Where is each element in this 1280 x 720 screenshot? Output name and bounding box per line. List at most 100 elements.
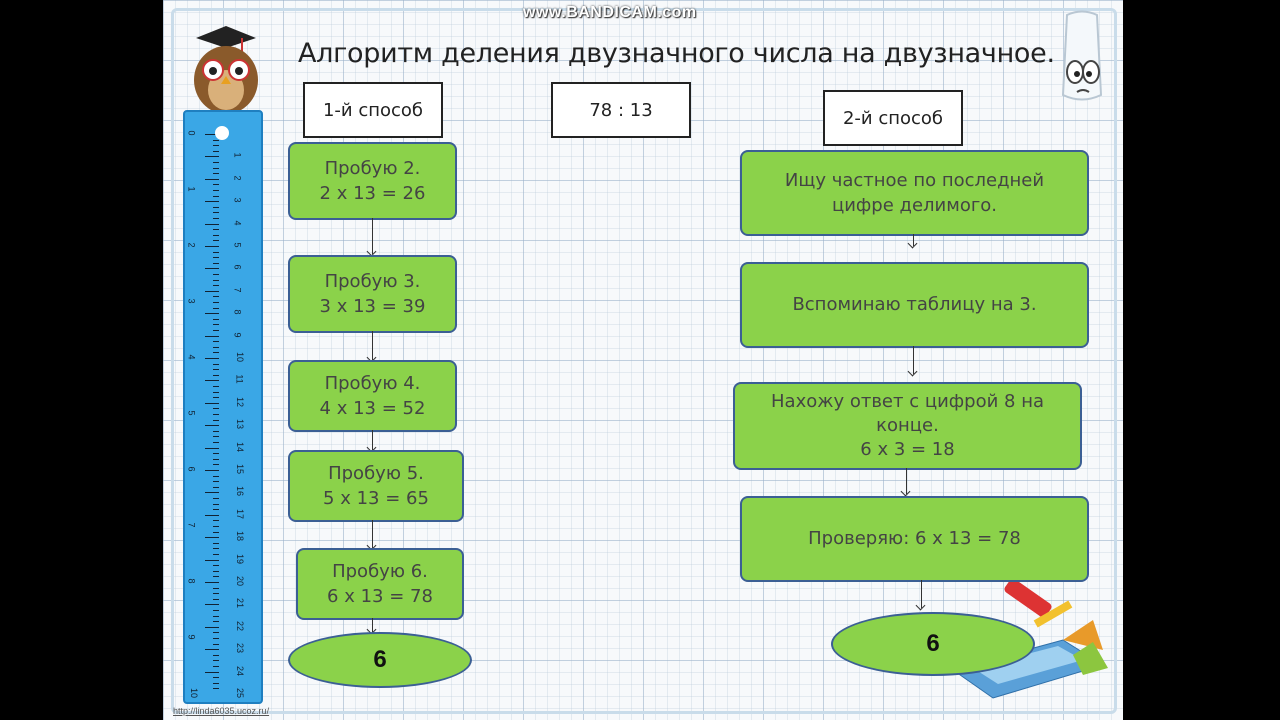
left-step-5: Пробую 6. 6 х 13 = 78 [296, 548, 464, 620]
ruler-cm-label: 13 [235, 419, 246, 430]
ruler-tick [205, 514, 219, 516]
ruler-tick [213, 386, 219, 387]
ruler-inch-label: 9 [186, 634, 197, 640]
ruler-tick [205, 313, 219, 315]
ruler-tick [213, 430, 219, 432]
ruler-cm-label: 6 [232, 264, 243, 270]
ruler-tick [205, 268, 219, 270]
ruler-cm-label: 1 [232, 152, 243, 158]
ruler-tick [213, 570, 219, 572]
ruler-tick [213, 218, 219, 219]
ruler-tick [213, 520, 219, 522]
ruler-cm-label: 24 [235, 665, 246, 676]
ruler-tick [205, 582, 219, 583]
ruler-tick [205, 559, 219, 561]
right-step-3: Нахожу ответ с цифрой 8 на конце. 6 х 3 … [733, 382, 1082, 470]
ruler-tick [213, 307, 219, 309]
ruler-inch-label: 10 [189, 687, 200, 699]
ruler-tick [213, 481, 219, 483]
ruler-tick [213, 643, 219, 645]
ruler-tick [213, 352, 219, 354]
ruler-tick [205, 492, 219, 494]
ruler-tick [213, 257, 219, 259]
ruler-tick [213, 486, 219, 488]
ruler-cm-label: 14 [235, 441, 246, 452]
ruler-cm-label: 9 [232, 332, 243, 338]
arrow-left-5 [372, 618, 373, 632]
ruler-tick [213, 330, 219, 331]
ruler-tick [213, 419, 219, 421]
ruler-tick [213, 638, 219, 639]
ruler-tick [213, 240, 219, 242]
ruler-cm-label: 15 [235, 463, 246, 475]
ruler-tick [205, 156, 219, 158]
ruler-cm-label: 18 [235, 531, 246, 542]
ruler-tick [213, 453, 219, 455]
ruler-tick [205, 178, 219, 180]
ruler-inch-label: 5 [186, 410, 197, 416]
ruler-tick [213, 279, 219, 281]
page-title: Алгоритм деления двузначного числа на дв… [298, 38, 1055, 69]
ruler-tick [213, 632, 219, 634]
ruler-tick [213, 498, 219, 499]
ruler-cm-label: 2 [232, 175, 243, 181]
ruler-tick [213, 576, 219, 578]
arrow-right-2 [913, 346, 914, 374]
ruler-cm-label: 11 [234, 374, 245, 385]
ruler-cm-label: 5 [232, 242, 243, 248]
ruler-tick [213, 206, 219, 208]
ruler-tick [213, 509, 219, 511]
right-step-2: Вспоминаю таблицу на 3. [740, 262, 1089, 348]
bandicam-watermark: www.BANDICAM.com [523, 4, 697, 21]
arrow-left-1 [372, 218, 373, 254]
ruler-cm-label: 3 [232, 197, 243, 203]
ruler-inch-label: 7 [186, 522, 197, 528]
ruler-cm-label: 22 [235, 620, 246, 631]
ruler-tick [205, 671, 219, 673]
ruler-tick [213, 229, 219, 231]
school-supplies-icon [951, 580, 1108, 699]
ruler-tick [213, 677, 219, 679]
ruler-tick [213, 145, 219, 147]
ruler-tick [213, 150, 219, 152]
footer-link[interactable]: http://linda6035.ucoz.ru/ [173, 706, 270, 716]
ruler-tick [213, 167, 219, 169]
ruler-tick [213, 341, 219, 343]
ruler-tick [213, 565, 219, 567]
ruler-tick [213, 598, 219, 600]
ruler-tick [213, 654, 219, 656]
method-2-label: 2-й способ [823, 90, 963, 146]
ruler-tick [213, 464, 219, 466]
ruler-tick [213, 666, 219, 667]
ruler-tick [213, 414, 219, 415]
ruler-inch-label: 8 [186, 578, 197, 584]
ruler-tick [213, 369, 219, 371]
ruler-tick [213, 660, 219, 662]
ruler-tick [213, 554, 219, 555]
ruler-inch-label: 2 [186, 242, 197, 248]
ruler-tick [213, 212, 219, 214]
ruler-inch-label: 4 [186, 354, 197, 360]
ruler-tick [213, 615, 219, 617]
ruler-tick [213, 397, 219, 399]
arrow-right-4 [921, 580, 922, 608]
ruler-tick [213, 274, 219, 275]
ruler-cm-label: 20 [235, 575, 246, 587]
ruler-tick [213, 302, 219, 303]
left-step-1: Пробую 2. 2 х 13 = 26 [288, 142, 457, 220]
ruler-cm-label: 25 [235, 687, 246, 699]
ruler-tick [213, 363, 219, 365]
ruler-inch-label: 3 [186, 298, 197, 304]
ruler-tick [213, 234, 219, 236]
ruler-inch-label: 1 [186, 186, 197, 192]
cartoon-face-icon [1061, 10, 1103, 101]
ruler-tick [213, 542, 219, 544]
ruler-tick [205, 537, 219, 539]
ruler-tick [213, 531, 219, 533]
ruler-tick [205, 380, 219, 382]
ruler-tick [205, 290, 219, 292]
ruler-tick [213, 324, 219, 326]
right-result: 6 [831, 612, 1035, 676]
